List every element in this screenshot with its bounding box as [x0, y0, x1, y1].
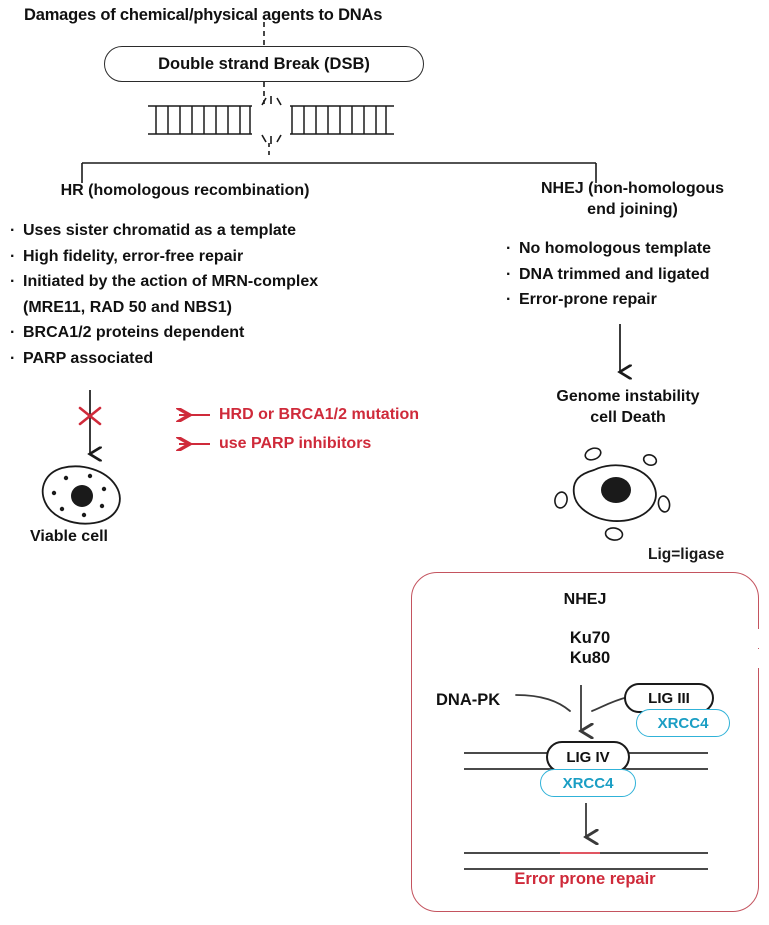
- bullet-dot: ·: [10, 324, 16, 341]
- list-item-label: Error-prone repair: [519, 291, 657, 308]
- bullet-dot: ·: [10, 273, 16, 290]
- left-arrow-icon: [170, 437, 210, 451]
- bullet-dot: ·: [506, 240, 512, 257]
- nhej-outcome-line1: Genome instability: [556, 388, 700, 405]
- dashed-connector-break: [268, 143, 270, 157]
- page-title: Damages of chemical/physical agents to D…: [24, 6, 383, 24]
- annotation-label: use PARP inhibitors: [219, 435, 372, 452]
- hr-bullet-list: · Uses sister chromatid as a template · Hi…: [10, 218, 430, 371]
- ligation-down-arrow: [412, 803, 760, 847]
- dashed-connector-title: [263, 22, 265, 48]
- ku80-label: Ku80: [412, 649, 768, 668]
- annotation-row: use PARP inhibitors: [170, 429, 419, 458]
- repaired-dna-strands: [464, 852, 708, 870]
- left-arrow-icon: [170, 408, 210, 422]
- list-item: · BRCA1/2 proteins dependent: [10, 320, 430, 346]
- bullet-dot: ·: [506, 291, 512, 308]
- bullet-dot: ·: [10, 247, 16, 265]
- dsb-label: Double strand Break (DSB): [158, 54, 370, 73]
- list-item-label: High fidelity, error-free repair: [23, 247, 244, 265]
- list-item: · No homologous template: [506, 236, 769, 262]
- xrcc4-bottom-label: XRCC4: [562, 774, 614, 792]
- nucleus: [71, 485, 93, 507]
- list-item-label: (MRE11, RAD 50 and NBS1): [23, 298, 232, 316]
- list-item: · DNA trimmed and ligated: [506, 262, 769, 288]
- list-item: · Uses sister chromatid as a template: [10, 218, 430, 244]
- viable-cell-label: Viable cell: [30, 528, 108, 545]
- nucleus: [601, 477, 631, 503]
- annotation-row: HRD or BRCA1/2 mutation: [170, 400, 419, 429]
- list-item-continuation: (MRE11, RAD 50 and NBS1): [10, 295, 430, 321]
- list-item-label: Initiated by the action of MRN-complex: [23, 273, 319, 290]
- ku70-label: Ku70: [412, 629, 768, 648]
- nhej-detail-title: NHEJ: [563, 591, 607, 608]
- nhej-outcome-label: Genome instability cell Death: [528, 386, 728, 428]
- branch-bracket: [81, 162, 597, 183]
- dna-pk-label: DNA-PK: [436, 691, 501, 709]
- list-item-label: No homologous template: [519, 240, 711, 257]
- hr-heading: HR (homologous recombination): [60, 182, 310, 199]
- viable-cell-illustration: [41, 465, 121, 525]
- dsb-node: Double strand Break (DSB): [104, 46, 424, 82]
- dying-cell-illustration: [554, 447, 671, 541]
- nhej-heading-line1: NHEJ (non-homologous: [540, 180, 725, 197]
- list-item-label: BRCA1/2 proteins dependent: [23, 324, 245, 341]
- list-item-label: PARP associated: [23, 349, 154, 367]
- annotation-label: HRD or BRCA1/2 mutation: [219, 406, 420, 423]
- list-item: · Error-prone repair: [506, 287, 769, 313]
- nhej-heading-line2: end joining): [587, 201, 678, 218]
- nhej-outcome-line2: cell Death: [590, 409, 666, 426]
- bullet-dot: ·: [10, 222, 16, 239]
- bullet-dot: ·: [506, 265, 512, 283]
- list-item: · Initiated by the action of MRN-complex: [10, 269, 430, 295]
- hr-blocked-arrow: [78, 390, 112, 464]
- apoptotic-blebs: [554, 447, 671, 541]
- ligiv-strands: [464, 752, 708, 770]
- xrcc4-top-capsule: XRCC4: [636, 709, 730, 737]
- bullet-dot: ·: [10, 349, 16, 367]
- error-prone-repair-label: Error prone repair: [514, 870, 656, 888]
- nhej-detail-panel: NHEJ Ku70 Ku80 DNA-PK LIG III XRCC4: [411, 572, 768, 912]
- lig3-label: LIG III: [648, 689, 690, 707]
- nhej-bullet-list: · No homologous template · DNA trimmed and…: [506, 236, 769, 313]
- lig4-label: LIG IV: [566, 748, 610, 766]
- broken-dna-illustration: [148, 96, 394, 144]
- nhej-heading: NHEJ (non-homologous end joining): [500, 178, 765, 220]
- red-x-mark: [78, 406, 102, 426]
- xrcc4-top-label: XRCC4: [657, 714, 709, 732]
- legend-lig-ligase: Lig=ligase: [648, 546, 725, 563]
- list-item-label: Uses sister chromatid as a template: [23, 222, 297, 239]
- xrcc4-bottom-capsule: XRCC4: [540, 769, 636, 797]
- list-item: · PARP associated: [10, 346, 430, 372]
- nhej-down-arrow: [608, 324, 632, 382]
- list-item-label: DNA trimmed and ligated: [519, 265, 710, 283]
- list-item: · High fidelity, error-free repair: [10, 244, 430, 270]
- hr-red-annotations: HRD or BRCA1/2 mutation use PARP inhibit…: [170, 400, 419, 458]
